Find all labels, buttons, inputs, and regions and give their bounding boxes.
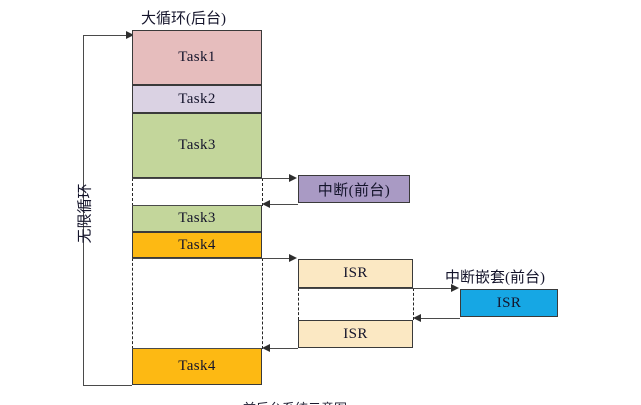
loop-top-arrowhead: [126, 30, 134, 39]
interrupt-enter-line: [262, 178, 290, 179]
nested-return-line: [417, 318, 460, 319]
interrupt-return-arrowhead: [262, 199, 270, 208]
task-block-task4-first[interactable]: Task4: [132, 232, 262, 258]
gap1-bottom-rule: [132, 205, 262, 206]
loop-top-line: [83, 35, 127, 36]
gap2-top-rule: [132, 258, 262, 259]
nested-return-arrowhead: [413, 313, 421, 322]
loop-bottom-line: [83, 385, 132, 386]
suspension-dash-left-gap2: [132, 258, 133, 349]
suspension-dash-left-gap1: [132, 178, 133, 206]
task-block-task4-second[interactable]: Task4: [132, 348, 262, 385]
nested-enter-line: [413, 288, 453, 289]
task-block-task3-first[interactable]: Task3: [132, 113, 262, 178]
gap1-top-rule: [132, 178, 262, 179]
task-block-task1[interactable]: Task1: [132, 30, 262, 85]
background-loop-title: 大循环(后台): [141, 11, 226, 27]
interrupt-return-line: [266, 204, 298, 205]
suspension-dash-right-gap2: [262, 258, 263, 349]
isr-suspension-dash-left: [298, 288, 299, 320]
isr-return-line: [266, 348, 298, 349]
isr-suspension-dash-right: [413, 288, 414, 320]
isr-enter-arrowhead: [289, 253, 297, 262]
task-block-task2[interactable]: Task2: [132, 85, 262, 113]
gap2-bottom-rule: [132, 348, 262, 349]
task-block-task3-second[interactable]: Task3: [132, 205, 262, 232]
loop-spine-line: [83, 35, 84, 385]
infinite-loop-label: 无限循环: [77, 183, 94, 244]
isr-block-nested[interactable]: ISR: [460, 289, 558, 317]
suspension-dash-right-gap1: [262, 178, 263, 206]
figure-caption: 前后台系统示意图: [243, 398, 473, 405]
isr-gap-top-rule: [298, 288, 413, 289]
isr-block-lower[interactable]: ISR: [298, 320, 413, 348]
interrupt-block[interactable]: 中断(前台): [298, 175, 410, 203]
isr-enter-line: [262, 258, 290, 259]
nested-interrupt-title: 中断嵌套(前台): [445, 270, 545, 286]
isr-return-arrowhead: [262, 343, 270, 352]
nested-enter-arrowhead: [451, 283, 459, 292]
isr-block-upper[interactable]: ISR: [298, 259, 413, 288]
interrupt-enter-arrowhead: [289, 173, 297, 182]
